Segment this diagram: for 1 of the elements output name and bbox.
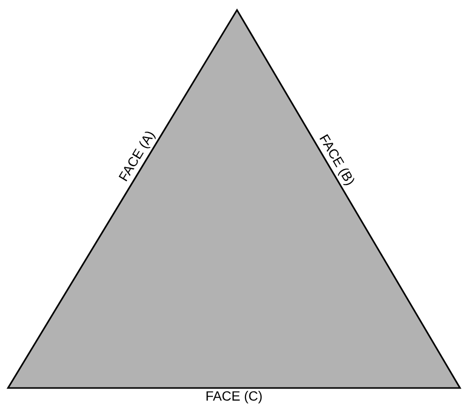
face-label: FACE (C) [206,390,262,404]
